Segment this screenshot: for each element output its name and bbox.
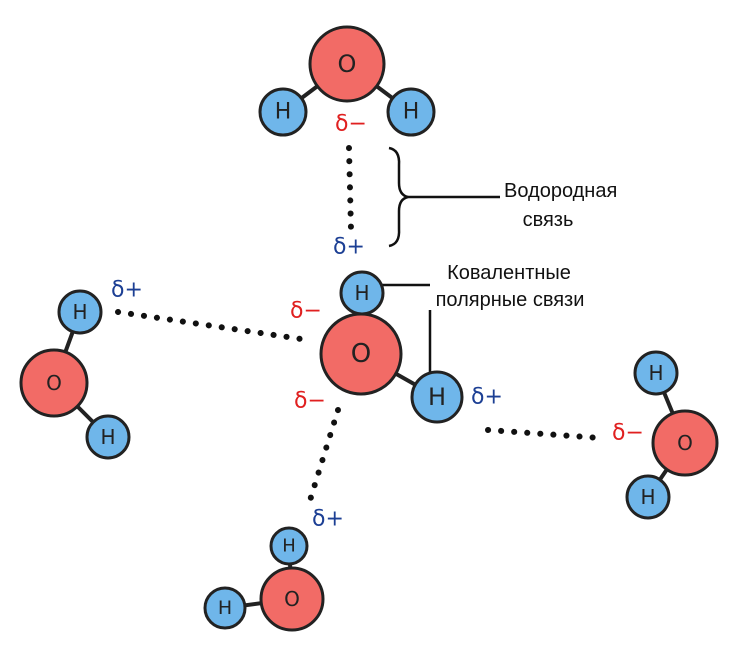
annotations: Водородная связь Ковалентные полярные св… xyxy=(436,180,618,311)
molecule-right: O H H xyxy=(625,350,719,520)
delta-minus-label: δ− xyxy=(612,421,644,446)
hydrogen-atom: H xyxy=(85,414,131,460)
delta-plus-label: δ+ xyxy=(111,278,143,303)
covalent-bonds-label-line2: полярные связи xyxy=(436,289,585,311)
molecule-left: O H H xyxy=(19,289,131,460)
svg-text:H: H xyxy=(640,485,655,509)
covalent-bonds-label-line1: Ковалентные xyxy=(447,262,571,284)
svg-text:H: H xyxy=(72,300,87,324)
hydrogen-bond-label-line1: Водородная xyxy=(504,180,617,202)
hydrogen-bond-brace xyxy=(388,146,409,248)
svg-text:H: H xyxy=(354,281,369,305)
hydrogen-atom: H xyxy=(203,586,247,630)
delta-minus-label: δ− xyxy=(335,112,367,137)
svg-text:O: O xyxy=(284,587,300,611)
delta-plus-label: δ+ xyxy=(471,385,503,410)
hydrogen-atom: H xyxy=(386,87,436,137)
delta-minus-label: δ− xyxy=(294,389,326,414)
delta-minus-label: δ− xyxy=(290,299,322,324)
svg-text:O: O xyxy=(351,339,371,369)
annotation-lines xyxy=(380,146,500,375)
svg-text:H: H xyxy=(282,536,296,557)
delta-plus-label: δ+ xyxy=(312,507,344,532)
oxygen-atom: O xyxy=(259,566,325,632)
hydrogen-atom: H xyxy=(339,270,385,316)
oxygen-atom: O xyxy=(319,312,403,396)
hydrogen-atom: H xyxy=(633,350,679,396)
oxygen-atom: O xyxy=(651,409,719,477)
hydrogen-bond-label-line2: связь xyxy=(523,209,574,231)
svg-text:H: H xyxy=(428,383,446,411)
hydrogen-atom: H xyxy=(269,526,309,566)
partial-charges: δ− δ+ δ− δ+ δ− δ+ δ− δ+ xyxy=(111,112,644,532)
svg-text:O: O xyxy=(46,371,62,395)
hydrogen-atom: H xyxy=(258,87,308,137)
hydrogen-bond-right xyxy=(485,427,603,441)
oxygen-atom: O xyxy=(19,348,89,418)
delta-plus-label: δ+ xyxy=(333,235,365,260)
hydrogen-atom: H xyxy=(625,474,671,520)
hydrogen-bond-left xyxy=(115,309,311,343)
molecule-top: O H H xyxy=(258,25,436,137)
molecule-bottom: O H H xyxy=(203,526,325,632)
svg-text:H: H xyxy=(275,100,292,125)
hydrogen-bonds xyxy=(115,145,603,513)
hydrogen-atom: H xyxy=(57,289,103,335)
svg-text:H: H xyxy=(218,597,232,619)
svg-text:O: O xyxy=(677,431,693,455)
svg-text:H: H xyxy=(648,361,663,385)
hydrogen-atom: H xyxy=(410,370,464,424)
svg-text:H: H xyxy=(403,100,420,125)
hydrogen-bond-top xyxy=(346,145,354,233)
svg-text:H: H xyxy=(100,425,115,449)
svg-text:O: O xyxy=(338,50,357,78)
molecule-central: O H H xyxy=(319,270,464,424)
oxygen-atom: O xyxy=(308,25,386,103)
hydrogen-bond-bottom xyxy=(304,407,341,513)
